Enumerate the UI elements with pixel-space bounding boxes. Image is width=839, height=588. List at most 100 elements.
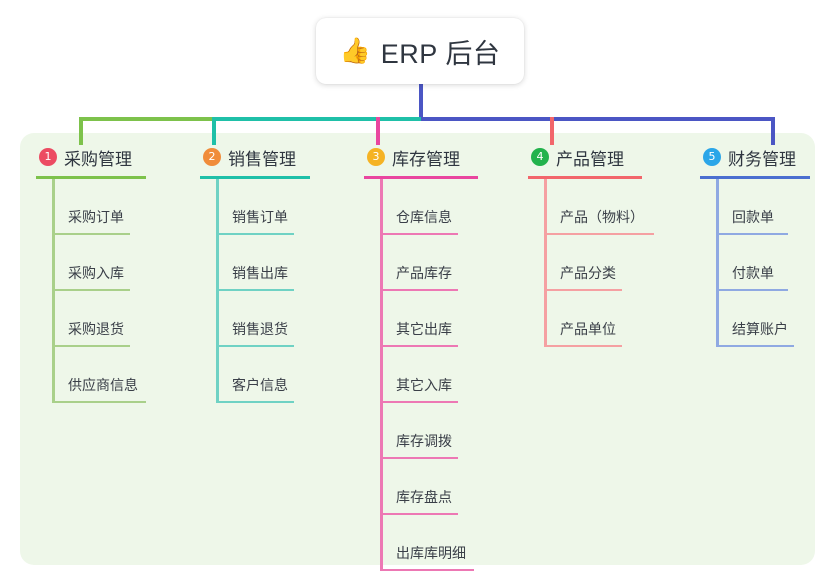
branch-items-5: 回款单付款单结算账户: [700, 179, 810, 347]
branch-item[interactable]: 采购退货: [36, 291, 146, 347]
branch-item-rule: [380, 513, 458, 515]
branch-badge-3: 3: [367, 148, 385, 166]
branch-item-rule: [380, 345, 458, 347]
branch-title-1: 采购管理: [64, 149, 132, 169]
root-node-content: 👍 ERP 后台: [340, 32, 501, 71]
root-title: ERP 后台: [380, 38, 501, 69]
branch-header-4[interactable]: 4 产品管理: [528, 145, 642, 169]
branch-title-3: 库存管理: [392, 149, 460, 169]
branch-item[interactable]: 其它出库: [364, 291, 478, 347]
branch-item-label: 产品单位: [560, 321, 616, 337]
branch-item[interactable]: 仓库信息: [364, 179, 478, 235]
branch-item-label: 采购入库: [68, 265, 124, 281]
branch-item-label: 销售订单: [232, 209, 288, 225]
branch-item-rule: [216, 401, 294, 403]
branch-item[interactable]: 客户信息: [200, 347, 310, 403]
branch-item[interactable]: 采购订单: [36, 179, 146, 235]
branch-item-rule: [216, 289, 294, 291]
branch-item-label: 产品库存: [396, 265, 452, 281]
branch-header-3[interactable]: 3 库存管理: [364, 145, 478, 169]
branch-item[interactable]: 销售出库: [200, 235, 310, 291]
branch-item-label: 销售出库: [232, 265, 288, 281]
branch-item[interactable]: 采购入库: [36, 235, 146, 291]
branch-item-rule: [216, 345, 294, 347]
branch-item[interactable]: 产品（物料）: [528, 179, 654, 235]
connector-bar-green: [79, 117, 213, 121]
branch-item-label: 供应商信息: [68, 377, 138, 393]
branch-header-1[interactable]: 1 采购管理: [36, 145, 146, 169]
branch-spine-5: [716, 179, 719, 347]
branch-item[interactable]: 产品单位: [528, 291, 642, 347]
branch-item[interactable]: 供应商信息: [36, 347, 146, 403]
branch-header-2[interactable]: 2 销售管理: [200, 145, 310, 169]
branch-item[interactable]: 付款单: [700, 235, 810, 291]
branch-item-rule: [52, 289, 130, 291]
connector-drop-4: [550, 117, 554, 145]
branch-item[interactable]: 出库库明细: [364, 515, 478, 571]
branch-item[interactable]: 产品分类: [528, 235, 642, 291]
branch-spine-4: [544, 179, 547, 347]
diagram-panel: [20, 133, 815, 565]
branch-item-rule: [380, 401, 458, 403]
branch-rule-3: [364, 176, 478, 179]
branch-badge-1: 1: [39, 148, 57, 166]
branch-item[interactable]: 回款单: [700, 179, 810, 235]
branch-spine-2: [216, 179, 219, 403]
branch-spine-3: [380, 179, 383, 571]
branch-rule-2: [200, 176, 310, 179]
branch-item-label: 付款单: [732, 265, 774, 281]
branch-item[interactable]: 库存盘点: [364, 459, 478, 515]
branch-item[interactable]: 销售订单: [200, 179, 310, 235]
branch-item-label: 仓库信息: [396, 209, 452, 225]
branch-item[interactable]: 结算账户: [700, 291, 810, 347]
branch-title-4: 产品管理: [556, 149, 624, 169]
branch-item-label: 销售退货: [232, 321, 288, 337]
branch-badge-5: 5: [703, 148, 721, 166]
branch-item-rule: [380, 457, 458, 459]
branch-rule-5: [700, 176, 810, 179]
connector-drop-5: [771, 117, 775, 145]
branch-item[interactable]: 销售退货: [200, 291, 310, 347]
branch-item-label: 库存调拨: [396, 433, 452, 449]
connector-bar-blue: [421, 117, 775, 121]
branch-item-rule: [52, 345, 130, 347]
branch-item-label: 出库库明细: [396, 545, 466, 561]
connector-root-stem: [419, 84, 423, 118]
branch-title-5: 财务管理: [728, 149, 796, 169]
branch-item-rule: [52, 233, 130, 235]
branch-item-rule: [544, 289, 622, 291]
branch-item[interactable]: 库存调拨: [364, 403, 478, 459]
branch-badge-2: 2: [203, 148, 221, 166]
branch-item-rule: [380, 233, 458, 235]
branch-badge-4: 4: [531, 148, 549, 166]
branch-column-1: 1 采购管理采购订单采购入库采购退货供应商信息: [36, 145, 146, 403]
branch-item-rule: [716, 345, 794, 347]
branch-item-rule: [380, 289, 458, 291]
branch-item-label: 回款单: [732, 209, 774, 225]
branch-item-label: 客户信息: [232, 377, 288, 393]
branch-title-2: 销售管理: [228, 149, 296, 169]
branch-item-rule: [544, 233, 654, 235]
branch-item-rule: [380, 569, 474, 571]
branch-item-label: 结算账户: [732, 321, 788, 337]
root-node[interactable]: 👍 ERP 后台: [316, 18, 524, 84]
branch-items-3: 仓库信息产品库存其它出库其它入库库存调拨库存盘点出库库明细: [364, 179, 478, 571]
branch-item-label: 其它入库: [396, 377, 452, 393]
branch-column-2: 2 销售管理销售订单销售出库销售退货客户信息: [200, 145, 310, 403]
branch-column-3: 3 库存管理仓库信息产品库存其它出库其它入库库存调拨库存盘点出库库明细: [364, 145, 478, 571]
branch-rule-1: [36, 176, 146, 179]
connector-drop-2: [212, 117, 216, 145]
branch-item[interactable]: 其它入库: [364, 347, 478, 403]
branch-item-label: 库存盘点: [396, 489, 452, 505]
branch-item-rule: [544, 345, 622, 347]
branch-item-rule: [52, 401, 146, 403]
branch-rule-4: [528, 176, 642, 179]
branch-item[interactable]: 产品库存: [364, 235, 478, 291]
thumbs-up-icon: 👍: [339, 36, 371, 65]
branch-items-1: 采购订单采购入库采购退货供应商信息: [36, 179, 146, 403]
connector-bar-teal: [213, 117, 421, 121]
branch-items-4: 产品（物料）产品分类产品单位: [528, 179, 654, 347]
branch-item-rule: [216, 233, 294, 235]
branch-items-2: 销售订单销售出库销售退货客户信息: [200, 179, 310, 403]
branch-header-5[interactable]: 5 财务管理: [700, 145, 810, 169]
